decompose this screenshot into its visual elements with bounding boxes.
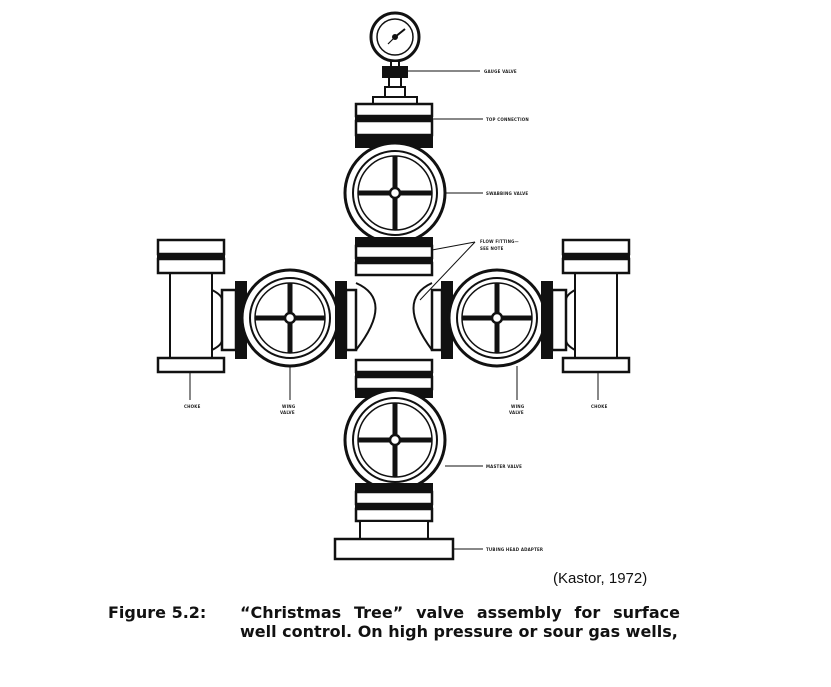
source-credit: (Kastor, 1972) — [553, 570, 648, 587]
figure-caption: “Christmas Tree” valve assembly for surf… — [240, 603, 680, 641]
right-choke — [561, 238, 631, 400]
tubing-head-adapter-label: TUBING HEAD ADAPTER — [486, 547, 543, 552]
flow-fitting-note-label: SEE NOTE — [480, 246, 504, 251]
right-wing-valve-label-2: VALVE — [509, 410, 524, 415]
christmas-tree-diagram: GAUGE VALVE TOP CONNECTION SWABBING VALV… — [156, 11, 631, 561]
gauge-valve-label: GAUGE VALVE — [484, 69, 517, 74]
right-choke-label: CHOKE — [591, 404, 608, 409]
flow-fitting-label: FLOW FITTING— — [480, 239, 519, 244]
figure-number: Figure 5.2: — [108, 603, 207, 622]
right-wing-valve-label: WING — [511, 404, 524, 409]
pressure-gauge — [369, 11, 421, 69]
left-choke-label: CHOKE — [184, 404, 201, 409]
tubing-head-adapter — [333, 483, 483, 561]
master-valve — [343, 388, 483, 492]
left-wing-valve-label: WING — [282, 404, 295, 409]
master-valve-label: MASTER VALVE — [486, 464, 522, 469]
left-wing-valve — [220, 268, 358, 400]
top-connection-label: TOP CONNECTION — [486, 117, 529, 122]
swabbing-valve — [343, 134, 483, 247]
gauge-valve — [382, 66, 480, 88]
right-wing-valve — [430, 268, 568, 400]
flow-fitting — [354, 241, 476, 351]
left-choke — [156, 238, 226, 400]
top-connection — [354, 86, 483, 137]
swabbing-valve-label: SWABBING VALVE — [486, 191, 528, 196]
left-wing-valve-label-2: VALVE — [280, 410, 295, 415]
